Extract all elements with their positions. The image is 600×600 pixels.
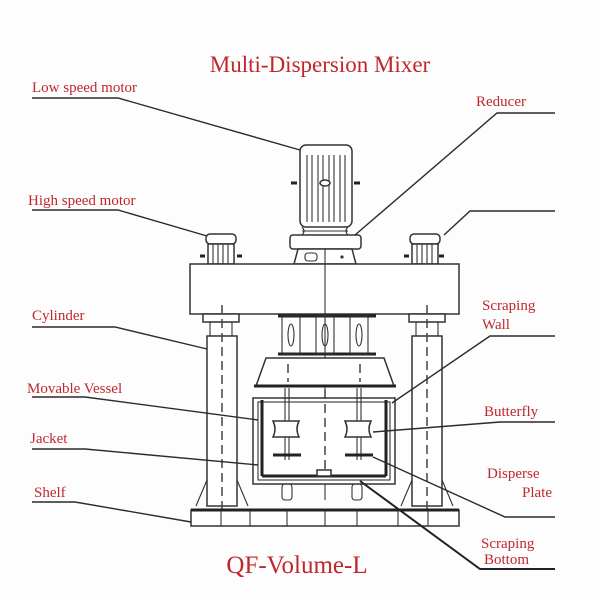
leader-lines bbox=[32, 97, 555, 570]
cylinder-right-part bbox=[400, 305, 454, 518]
leader-scraping-wall bbox=[391, 335, 555, 404]
diagram-title: Multi-Dispersion Mixer bbox=[210, 52, 431, 77]
leader-shelf bbox=[32, 501, 192, 523]
leader-butterfly bbox=[372, 421, 555, 433]
cylinder-left-part bbox=[195, 305, 249, 518]
low-speed-motor-part bbox=[291, 144, 360, 236]
label-shelf: Shelf bbox=[34, 485, 66, 501]
label-reducer: Reducer bbox=[476, 94, 526, 110]
label-disperse-plate-line2: Plate bbox=[522, 485, 552, 501]
model-name: QF-Volume-L bbox=[226, 552, 367, 579]
label-movable-vessel: Movable Vessel bbox=[27, 381, 122, 397]
high-speed-motor-right-part bbox=[404, 233, 444, 265]
label-scraping-wall-line2: Wall bbox=[482, 317, 510, 333]
movable-vessel-part bbox=[252, 388, 396, 501]
label-butterfly: Butterfly bbox=[484, 404, 539, 420]
labels-right: Reducer Scraping Wall Butterfly Disperse… bbox=[476, 94, 552, 568]
labels-left: Low speed motor High speed motor Cylinde… bbox=[27, 80, 137, 501]
machine-drawing bbox=[189, 144, 460, 527]
reducer-part bbox=[289, 234, 362, 265]
leader-reducer bbox=[354, 112, 555, 236]
label-scraping-wall-line1: Scraping bbox=[482, 298, 536, 314]
high-speed-motor-left-part bbox=[200, 233, 242, 265]
label-scraping-bottom-line1: Scraping bbox=[481, 536, 535, 552]
leader-jacket bbox=[32, 448, 259, 466]
label-disperse-plate-line1: Disperse bbox=[487, 466, 540, 482]
label-jacket: Jacket bbox=[30, 431, 68, 447]
leader-movable-vessel bbox=[32, 396, 259, 421]
leader-right-motor bbox=[443, 210, 555, 236]
leader-low-speed-motor bbox=[32, 97, 301, 151]
vessel-lid bbox=[254, 357, 396, 388]
shelf-part bbox=[190, 508, 460, 527]
label-scraping-bottom-line2: Bottom bbox=[484, 552, 529, 568]
leader-scraping-bottom bbox=[359, 480, 555, 570]
label-high-speed-motor: High speed motor bbox=[28, 193, 135, 209]
leader-disperse-plate bbox=[372, 456, 555, 518]
leader-high-speed-motor bbox=[32, 209, 208, 237]
label-cylinder: Cylinder bbox=[32, 308, 85, 324]
label-low-speed-motor: Low speed motor bbox=[32, 80, 137, 96]
leader-cylinder bbox=[32, 326, 208, 350]
